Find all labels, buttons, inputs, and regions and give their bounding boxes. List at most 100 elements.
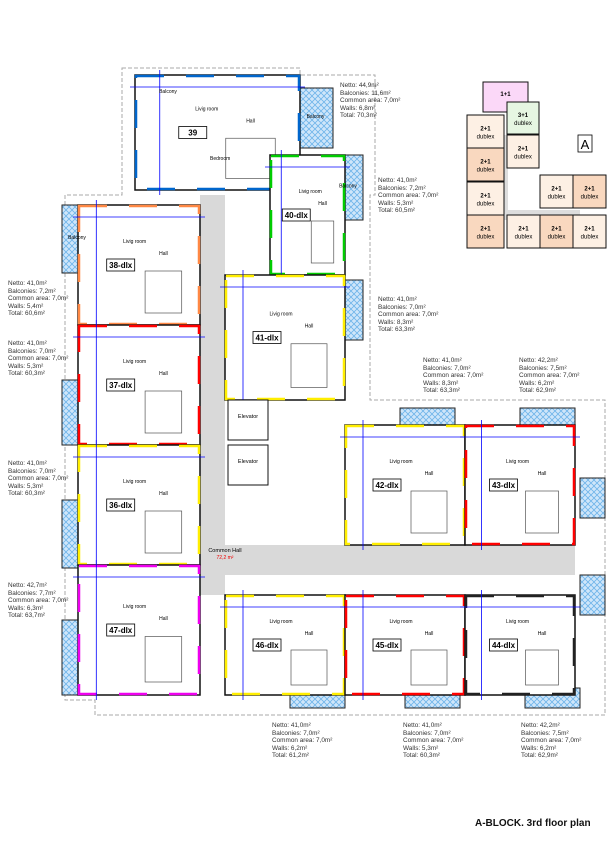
area-summary-line: Common area: 7,0m² — [8, 475, 69, 483]
area-summary-line: Balconies: 7,0m² — [403, 729, 451, 737]
apartment-outline — [77, 564, 201, 696]
key-plan-unit-subtype: dublex — [581, 195, 599, 201]
block-label-box — [577, 134, 593, 153]
area-summary-line: Netto: 41,0m² — [378, 296, 417, 303]
area-summary-line: Balconies: 7,0m² — [8, 347, 56, 355]
area-summary-line: Balconies: 7,0m² — [378, 303, 426, 311]
area-summary-line: Common area: 7,0m² — [8, 355, 69, 363]
apartment-label: 39 — [188, 129, 197, 138]
area-summary-line: Walls: 5,3m² — [378, 199, 414, 207]
key-plan-corridor — [503, 135, 580, 220]
key-plan-unit-type: 2+1 — [518, 147, 529, 153]
living-room-label: Livig room — [123, 479, 146, 485]
apartment-label-box — [372, 478, 402, 492]
area-summary-line: Balconies: 11,6m² — [340, 89, 391, 97]
hall-label: Hall — [425, 471, 434, 477]
area-summary-line: Balconies: 7,5m² — [521, 729, 569, 737]
apartment-label: 46-dlx — [255, 641, 279, 650]
area-summary-line: Walls: 8,3m² — [423, 379, 459, 387]
area-summary-line: Total: 62,9m² — [521, 752, 558, 760]
key-plan-unit-subtype: dublex — [514, 121, 532, 127]
balcony — [579, 574, 606, 616]
key-plan-unit — [466, 114, 505, 149]
hall-label: Hall — [305, 324, 314, 330]
apartment-label: 47-dlx — [109, 626, 133, 635]
apartment-wall-highlight — [464, 594, 576, 696]
key-plan-unit-type: 2+1 — [480, 160, 491, 166]
key-plan-unit-type: 2+1 — [551, 227, 562, 233]
area-summary-line: Netto: 41,0m² — [403, 722, 442, 729]
apartment-label-box — [489, 638, 518, 652]
apartment-label-box — [252, 638, 282, 652]
apartment-wall-highlight — [344, 594, 466, 696]
area-summary-line: Common area: 7,0m² — [8, 597, 69, 605]
apartment-outline — [77, 444, 201, 566]
living-room-label: Livig room — [195, 107, 218, 113]
key-plan-unit-subtype: dublex — [477, 135, 495, 141]
key-plan-unit — [466, 147, 505, 182]
area-summary-line: Walls: 6,2m² — [272, 744, 308, 752]
area-summary-line: Total: 63,3m² — [423, 387, 460, 395]
key-plan-unit-subtype: dublex — [548, 235, 566, 241]
key-plan-unit — [539, 214, 574, 249]
balcony-label: Balcony — [339, 184, 357, 190]
area-summary-line: Walls: 6,3m² — [8, 604, 44, 612]
living-room-label: Livig room — [506, 459, 529, 465]
key-plan-unit-type: 2+1 — [480, 127, 491, 133]
apartment-label: 43-dlx — [492, 481, 516, 490]
common-corridor-vertical — [200, 195, 225, 595]
key-plan-unit — [466, 214, 505, 249]
key-plan-unit-subtype: dublex — [581, 235, 599, 241]
area-summary-line: Walls: 5,3m² — [8, 362, 44, 370]
key-plan-unit-subtype: dublex — [477, 202, 495, 208]
apartment-wall-highlight — [77, 324, 201, 446]
area-summary-line: Netto: 44,9m² — [340, 82, 379, 89]
stair — [144, 636, 183, 683]
apartment-wall-highlight — [77, 444, 201, 566]
living-room-label: Livig room — [269, 619, 292, 625]
living-room-label: Livig room — [389, 459, 412, 465]
stair — [525, 490, 559, 534]
key-plan-unit — [506, 134, 540, 169]
area-summary-line: Common area: 7,0m² — [340, 97, 401, 105]
apartment-outline — [224, 274, 346, 401]
apartment-wall-highlight — [464, 424, 576, 546]
hall-label: Hall — [425, 631, 434, 637]
site-boundary — [64, 67, 606, 716]
block-label: A — [581, 137, 590, 152]
apartment-wall-highlight — [224, 274, 346, 401]
area-summary-line: Walls: 6,8m² — [340, 104, 376, 112]
apartment-label: 38-dlx — [109, 261, 133, 270]
area-summary-line: Total: 70,3m² — [340, 112, 377, 120]
hall-label: Hall — [538, 471, 547, 477]
bedroom-label: Bedroom — [210, 156, 230, 162]
living-room-label: Livig room — [506, 619, 529, 625]
apartment-outline — [77, 324, 201, 446]
apartment-outline — [464, 424, 576, 546]
apartment-label: 44-dlx — [492, 641, 516, 650]
area-summary-line: Total: 61,2m² — [272, 752, 309, 760]
apartment-wall-highlight — [77, 204, 201, 326]
area-summary-line: Walls: 6,2m² — [521, 744, 557, 752]
stair — [410, 649, 448, 686]
living-room-label: Livig room — [389, 619, 412, 625]
balcony-label: Balcony — [159, 89, 177, 95]
common-hall-area: 72,2 m² — [217, 555, 234, 561]
stair — [290, 343, 328, 388]
hall-label: Hall — [159, 616, 168, 622]
apartment-label: 37-dlx — [109, 381, 133, 390]
stair — [410, 490, 448, 534]
area-summary-line: Total: 60,5m² — [378, 207, 415, 215]
apartment-label: 45-dlx — [375, 641, 399, 650]
key-plan-unit-type: 2+1 — [480, 194, 491, 200]
apartment-wall-highlight — [134, 74, 301, 191]
area-summary-line: Total: 62,9m² — [519, 387, 556, 395]
key-plan-unit-type: 2+1 — [584, 227, 595, 233]
area-summary-line: Netto: 41,0m² — [378, 177, 417, 184]
